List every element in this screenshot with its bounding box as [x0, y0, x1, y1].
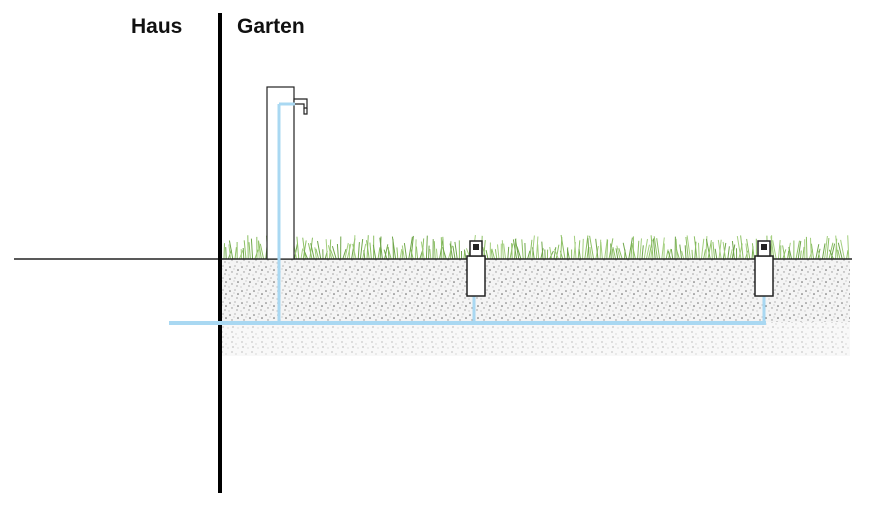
- garden-label: Garten: [237, 15, 305, 38]
- ground-water-outlet-icon: [466, 240, 486, 323]
- soil-block: [222, 259, 850, 322]
- ground-water-outlet-icon: [754, 240, 774, 323]
- house-label: Haus: [131, 15, 183, 38]
- deep-soil-block: [222, 322, 850, 356]
- standpipe-with-tap-icon: [266, 86, 308, 323]
